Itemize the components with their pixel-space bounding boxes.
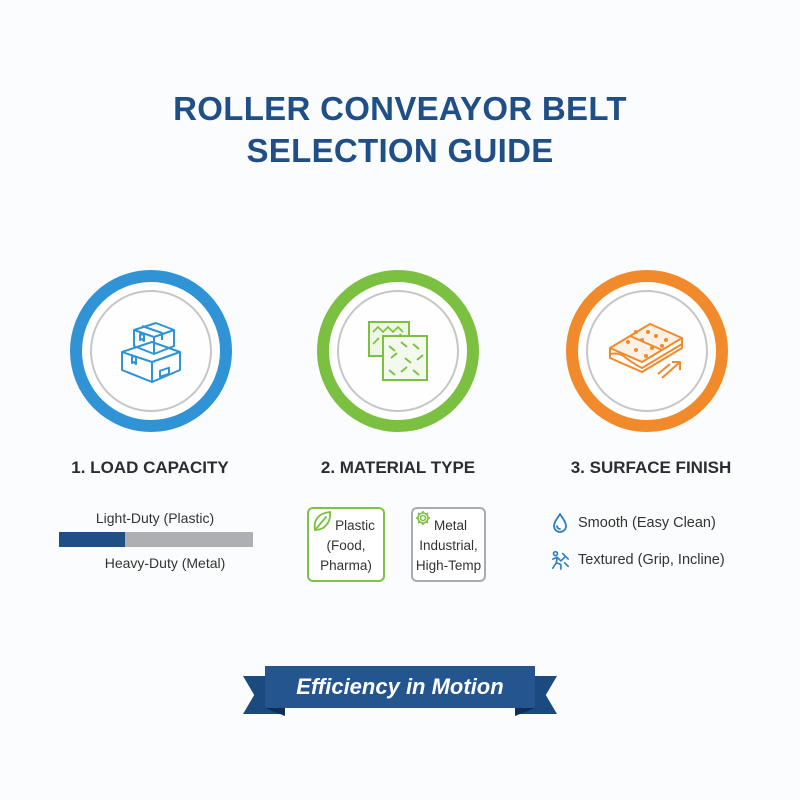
plastic-line-3: Pharma) [320, 558, 372, 573]
plastic-line-2: (Food, [326, 538, 366, 553]
leaf-icon [313, 511, 331, 531]
material-type-heading: 2. MATERIAL TYPE [320, 458, 476, 477]
plastic-line-1: Plastic [335, 518, 375, 533]
page-title: ROLLER CONVEAYOR BELT SELECTION GUIDE [0, 88, 800, 172]
surface-finish-heading: 3. SURFACE FINISH [570, 458, 732, 477]
material-type-badge [317, 270, 479, 432]
textured-belt-icon [609, 323, 683, 379]
metal-line-2: Industrial, [419, 538, 478, 553]
banner-fold-left [265, 708, 285, 716]
climbing-person-icon [550, 549, 570, 571]
finish-option-smooth: Smooth (Easy Clean) [550, 512, 716, 534]
load-capacity-bar [59, 532, 253, 547]
metal-line-3: High-Temp [415, 558, 482, 573]
load-capacity-badge [70, 270, 232, 432]
title-line-2: SELECTION GUIDE [246, 132, 554, 169]
load-capacity-heading: 1. LOAD CAPACITY [71, 458, 229, 477]
surface-finish-badge [566, 270, 728, 432]
title-line-1: ROLLER CONVEAYOR BELT [173, 90, 627, 127]
banner-text: Efficiency in Motion [265, 666, 535, 708]
heavy-duty-label: Heavy-Duty (Metal) [104, 555, 226, 571]
material-option-metal: Metal Industrial, High-Temp [411, 507, 486, 582]
water-drop-icon [550, 512, 570, 534]
material-option-plastic: Plastic (Food, Pharma) [307, 507, 385, 582]
slogan-banner: Efficiency in Motion [243, 664, 557, 720]
badge-inner-ring [90, 290, 212, 412]
stacked-boxes-icon [121, 322, 181, 383]
banner-fold-right [515, 708, 535, 716]
finish-option-textured: Textured (Grip, Incline) [550, 549, 725, 571]
material-sheets-icon [368, 321, 428, 381]
metal-line-1: Metal [433, 518, 467, 533]
textured-label: Textured (Grip, Incline) [578, 552, 725, 568]
gear-icon [416, 511, 430, 525]
load-capacity-bar-fill [59, 532, 125, 547]
smooth-label: Smooth (Easy Clean) [578, 515, 716, 531]
light-duty-label: Light-Duty (Plastic) [95, 510, 215, 526]
